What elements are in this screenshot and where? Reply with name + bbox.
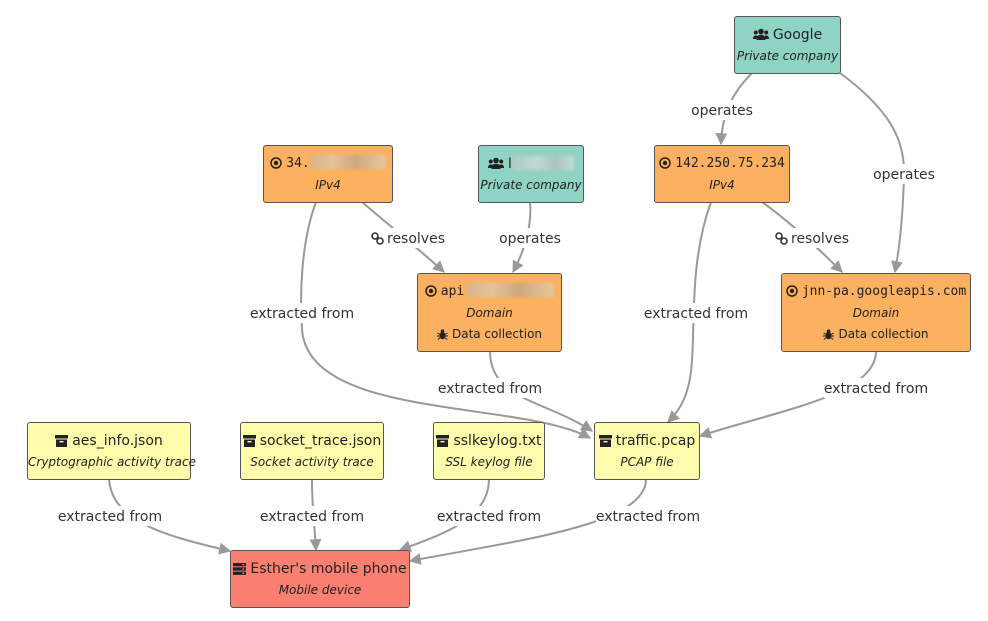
node-ip-redacted[interactable]: 34. IPv4	[263, 145, 393, 203]
node-type: Socket activity trace	[250, 455, 374, 469]
node-type: SSL keylog file	[445, 455, 533, 469]
edge-label: extracted from	[437, 509, 541, 525]
edge-label: extracted from	[824, 381, 928, 397]
node-google[interactable]: Google Private company	[734, 16, 841, 74]
node-type: Cryptographic activity trace	[28, 455, 196, 469]
node-domain-jnn[interactable]: jnn-pa.googleapis.com Domain Data collec…	[781, 273, 971, 352]
redacted-text	[512, 156, 575, 170]
node-type: Mobile device	[278, 583, 362, 597]
node-title: aes_info.json	[72, 433, 163, 449]
edge-label: extracted from	[58, 509, 162, 525]
node-type: Domain	[466, 306, 513, 320]
node-domain-api[interactable]: api Domain Data collection	[417, 273, 562, 352]
edge-jnn-extracted-pcap	[698, 350, 877, 439]
target-icon	[659, 157, 671, 169]
redacted-text	[309, 155, 386, 169]
link-icon	[371, 232, 384, 245]
archive-icon	[242, 435, 256, 447]
node-org-redacted[interactable]: I Private company	[478, 145, 584, 203]
node-title: 142.250.75.234	[675, 156, 785, 171]
edge-label: extracted from	[596, 509, 700, 525]
node-title: traffic.pcap	[615, 433, 696, 449]
node-file-sslkeylog[interactable]: sslkeylog.txt SSL keylog file	[433, 422, 545, 480]
target-icon	[786, 285, 798, 297]
node-type: Domain	[852, 306, 900, 320]
people-icon	[487, 157, 504, 169]
edge-pcap-extracted-phone	[408, 478, 647, 565]
edge-ip-extracted-pcap	[300, 201, 592, 439]
node-tag: Data collection	[838, 327, 929, 341]
redacted-text	[466, 283, 555, 297]
edge-label: resolves	[791, 231, 849, 247]
target-icon	[270, 157, 282, 169]
node-title: 34.	[286, 156, 310, 171]
people-icon	[752, 28, 769, 40]
node-title: I	[507, 156, 513, 172]
node-type: Private company	[480, 178, 582, 192]
node-file-aes[interactable]: aes_info.json Cryptographic activity tra…	[27, 422, 196, 480]
node-type: IPv4	[709, 178, 735, 192]
node-title: socket_trace.json	[259, 433, 382, 449]
edge-ipgoogle-extracted-pcap	[667, 201, 712, 423]
node-device-phone[interactable]: Esther's mobile phone Mobile device	[230, 550, 410, 608]
node-file-socket[interactable]: socket_trace.json Socket activity trace	[240, 422, 384, 480]
node-type: PCAP file	[620, 455, 674, 469]
archive-icon	[55, 435, 69, 447]
node-title: jnn-pa.googleapis.com	[801, 284, 967, 299]
edge-label: resolves	[387, 231, 445, 247]
bug-icon	[823, 329, 835, 340]
node-title: Esther's mobile phone	[250, 561, 407, 577]
node-ip-google[interactable]: 142.250.75.234 IPv4	[654, 145, 790, 203]
link-icon	[775, 232, 788, 245]
edge-label: extracted from	[250, 306, 354, 322]
edge-label: extracted from	[438, 381, 542, 397]
node-title: sslkeylog.txt	[453, 433, 542, 449]
archive-icon	[436, 435, 450, 447]
node-title: api	[440, 284, 465, 299]
node-tag: Data collection	[451, 327, 543, 341]
server-icon	[233, 563, 247, 575]
node-type: Private company	[736, 49, 839, 63]
node-title: Google	[772, 27, 823, 43]
edge-label: extracted from	[260, 509, 364, 525]
edge-label: extracted from	[644, 306, 748, 322]
edge-label: operates	[873, 167, 935, 183]
node-file-pcap[interactable]: traffic.pcap PCAP file	[594, 422, 700, 480]
edge-label: operates	[691, 103, 753, 119]
node-type: IPv4	[315, 178, 341, 192]
edge-label: operates	[499, 231, 561, 247]
target-icon	[425, 285, 437, 297]
bug-icon	[436, 329, 448, 340]
archive-icon	[598, 435, 612, 447]
